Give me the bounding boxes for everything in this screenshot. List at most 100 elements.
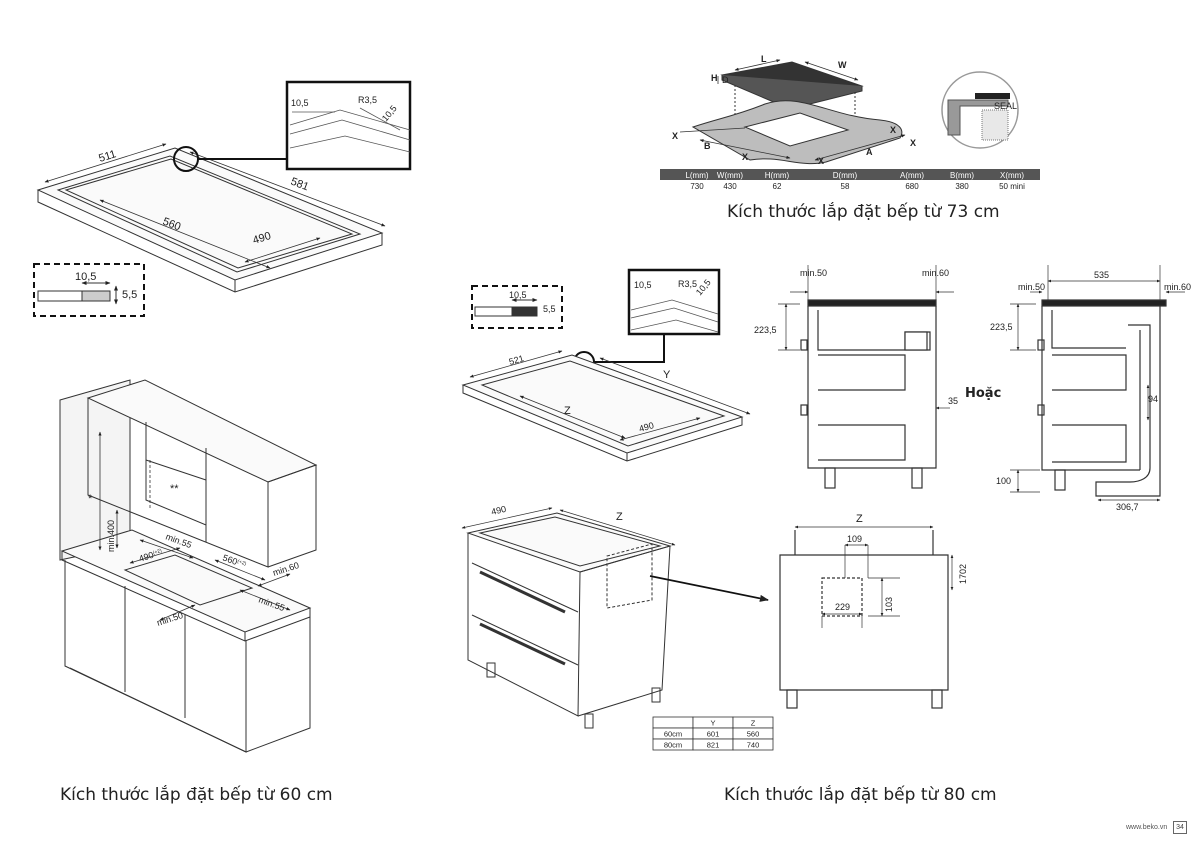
- label-L: L: [761, 54, 767, 64]
- table-73-value-cell: 58: [841, 182, 850, 191]
- side1-min60: min.60: [922, 268, 949, 278]
- table-73-header-cell: L(mm): [685, 171, 708, 180]
- page-number: 34: [1173, 821, 1187, 834]
- side-section-1: [800, 299, 937, 489]
- footer-url: www.beko.vn: [1126, 824, 1168, 831]
- or-label: Hoặc: [965, 386, 1002, 401]
- label-D: D: [722, 75, 729, 85]
- yz-table-cell: 601: [707, 730, 720, 739]
- dim80-Z: Z: [564, 405, 571, 417]
- detail80-dim-105a: 10,5: [634, 280, 652, 290]
- section-box-80: [471, 285, 563, 329]
- front-Z: Z: [856, 513, 863, 525]
- hob-73-dims: [679, 59, 906, 161]
- label-W: W: [838, 60, 847, 70]
- section-dim-105: 10,5: [75, 271, 96, 283]
- yz-table-cell: Y: [710, 719, 715, 728]
- detail-dim-r35: R3,5: [358, 95, 377, 105]
- table-73-value-cell: 730: [690, 182, 704, 191]
- side2-2235: 223,5: [990, 322, 1013, 332]
- side-section-2: [1037, 299, 1167, 497]
- table-73-value-cell: 430: [723, 182, 737, 191]
- caption-60cm: Kích thước lắp đặt bếp từ 60 cm: [60, 785, 333, 805]
- dim-double-star: **: [170, 483, 179, 495]
- side2-min50: min.50: [1018, 282, 1045, 292]
- side1-35: 35: [948, 396, 958, 406]
- side1-2235: 223,5: [754, 325, 777, 335]
- table-73-header-cell: W(mm): [717, 171, 744, 180]
- front-109: 109: [847, 534, 862, 544]
- table-73-value-cell: 62: [773, 182, 782, 191]
- label-X1: X: [672, 131, 678, 141]
- table-73-value-cell: 380: [955, 182, 969, 191]
- label-X4: X: [910, 138, 916, 148]
- dim80-490: 490: [638, 420, 655, 434]
- label-B: B: [704, 141, 711, 151]
- detail80-dim-r35: R3,5: [678, 279, 697, 289]
- side1-min50: min.50: [800, 268, 827, 278]
- yz-table-cell: 821: [707, 741, 720, 750]
- yz-table-cell-border: [652, 716, 694, 729]
- detail-dim-10a: 10,5: [291, 98, 309, 108]
- label-A: A: [866, 147, 873, 157]
- side2-3067: 306,7: [1116, 502, 1139, 512]
- table-73-header-bg: [660, 169, 1040, 180]
- side2-min60: min.60: [1164, 282, 1191, 292]
- yz-table-cell-border: [732, 738, 774, 751]
- section-dim-55: 5,5: [122, 289, 137, 301]
- dim-star: *: [88, 493, 93, 505]
- cab80-Z: Z: [616, 511, 623, 523]
- table-73-header-cell: B(mm): [950, 171, 974, 180]
- table-73-header-cell: A(mm): [900, 171, 924, 180]
- yz-table-cell: 80cm: [664, 741, 682, 750]
- table-73-value-cell: 50 mini: [999, 182, 1025, 191]
- dim-560-sink: 560(+2): [221, 552, 247, 570]
- label-X5: X: [890, 125, 896, 135]
- dim-560-sink-tolerance: (+2): [236, 559, 247, 568]
- table-73-value-cell: 680: [905, 182, 919, 191]
- label-seal: SEAL: [994, 101, 1017, 111]
- table-73-header-cell: H(mm): [765, 171, 790, 180]
- section-box-60: [33, 263, 145, 317]
- table-73-headers: L(mm) W(mm) H(mm) D(mm) A(mm) B(mm) X(mm): [685, 171, 1024, 180]
- dim-min400: min.400: [106, 520, 116, 552]
- table-73-values: 730 430 62 58 680 380 50 mini: [690, 182, 1025, 191]
- detail-box-60: [285, 80, 412, 171]
- label-X2: X: [742, 152, 748, 162]
- caption-73cm: Kích thước lắp đặt bếp từ 73 cm: [727, 202, 1000, 222]
- caption-80cm: Kích thước lắp đặt bếp từ 80 cm: [724, 785, 997, 805]
- dim80-521: 521: [508, 353, 525, 367]
- cabinet-dims: [98, 431, 291, 621]
- yz-table-cell: 60cm: [664, 730, 682, 739]
- front-103: 103: [884, 597, 894, 612]
- dim-min50: min.50: [156, 610, 185, 628]
- front-view-80: [779, 530, 949, 709]
- label-H: H: [711, 73, 718, 83]
- dim-511: 511: [97, 148, 117, 165]
- table-73-header-cell: D(mm): [833, 171, 858, 180]
- yz-table-cell: Z: [751, 719, 756, 728]
- yz-size-table: Y Z 60cm 601 560 80cm 821 740: [652, 716, 774, 751]
- dim-490-sink-tolerance: (+2): [152, 548, 163, 557]
- dim-560-sink-value: 560: [221, 552, 239, 567]
- cab80-490: 490: [490, 504, 507, 517]
- side2-535: 535: [1094, 270, 1109, 280]
- section80-dim-55: 5,5: [543, 304, 556, 314]
- section80-dim-105: 10,5: [509, 290, 527, 300]
- yz-table-cell: 560: [747, 730, 760, 739]
- dim-490-sink-value: 490: [138, 550, 155, 564]
- side2-100: 100: [996, 476, 1011, 486]
- dim80-Y: Y: [663, 369, 671, 381]
- yz-table-cell: 740: [747, 741, 760, 750]
- dim-490: 490: [251, 230, 272, 247]
- side2-94: 94: [1148, 394, 1158, 404]
- table-73-header-cell: X(mm): [1000, 171, 1024, 180]
- label-X3: X: [818, 156, 824, 166]
- frame-80-cutout: [461, 354, 744, 462]
- frame-60-dims: [44, 143, 386, 269]
- detail-box-80: [627, 268, 721, 336]
- front-229: 229: [835, 602, 850, 612]
- front-1702: 1702: [958, 564, 968, 584]
